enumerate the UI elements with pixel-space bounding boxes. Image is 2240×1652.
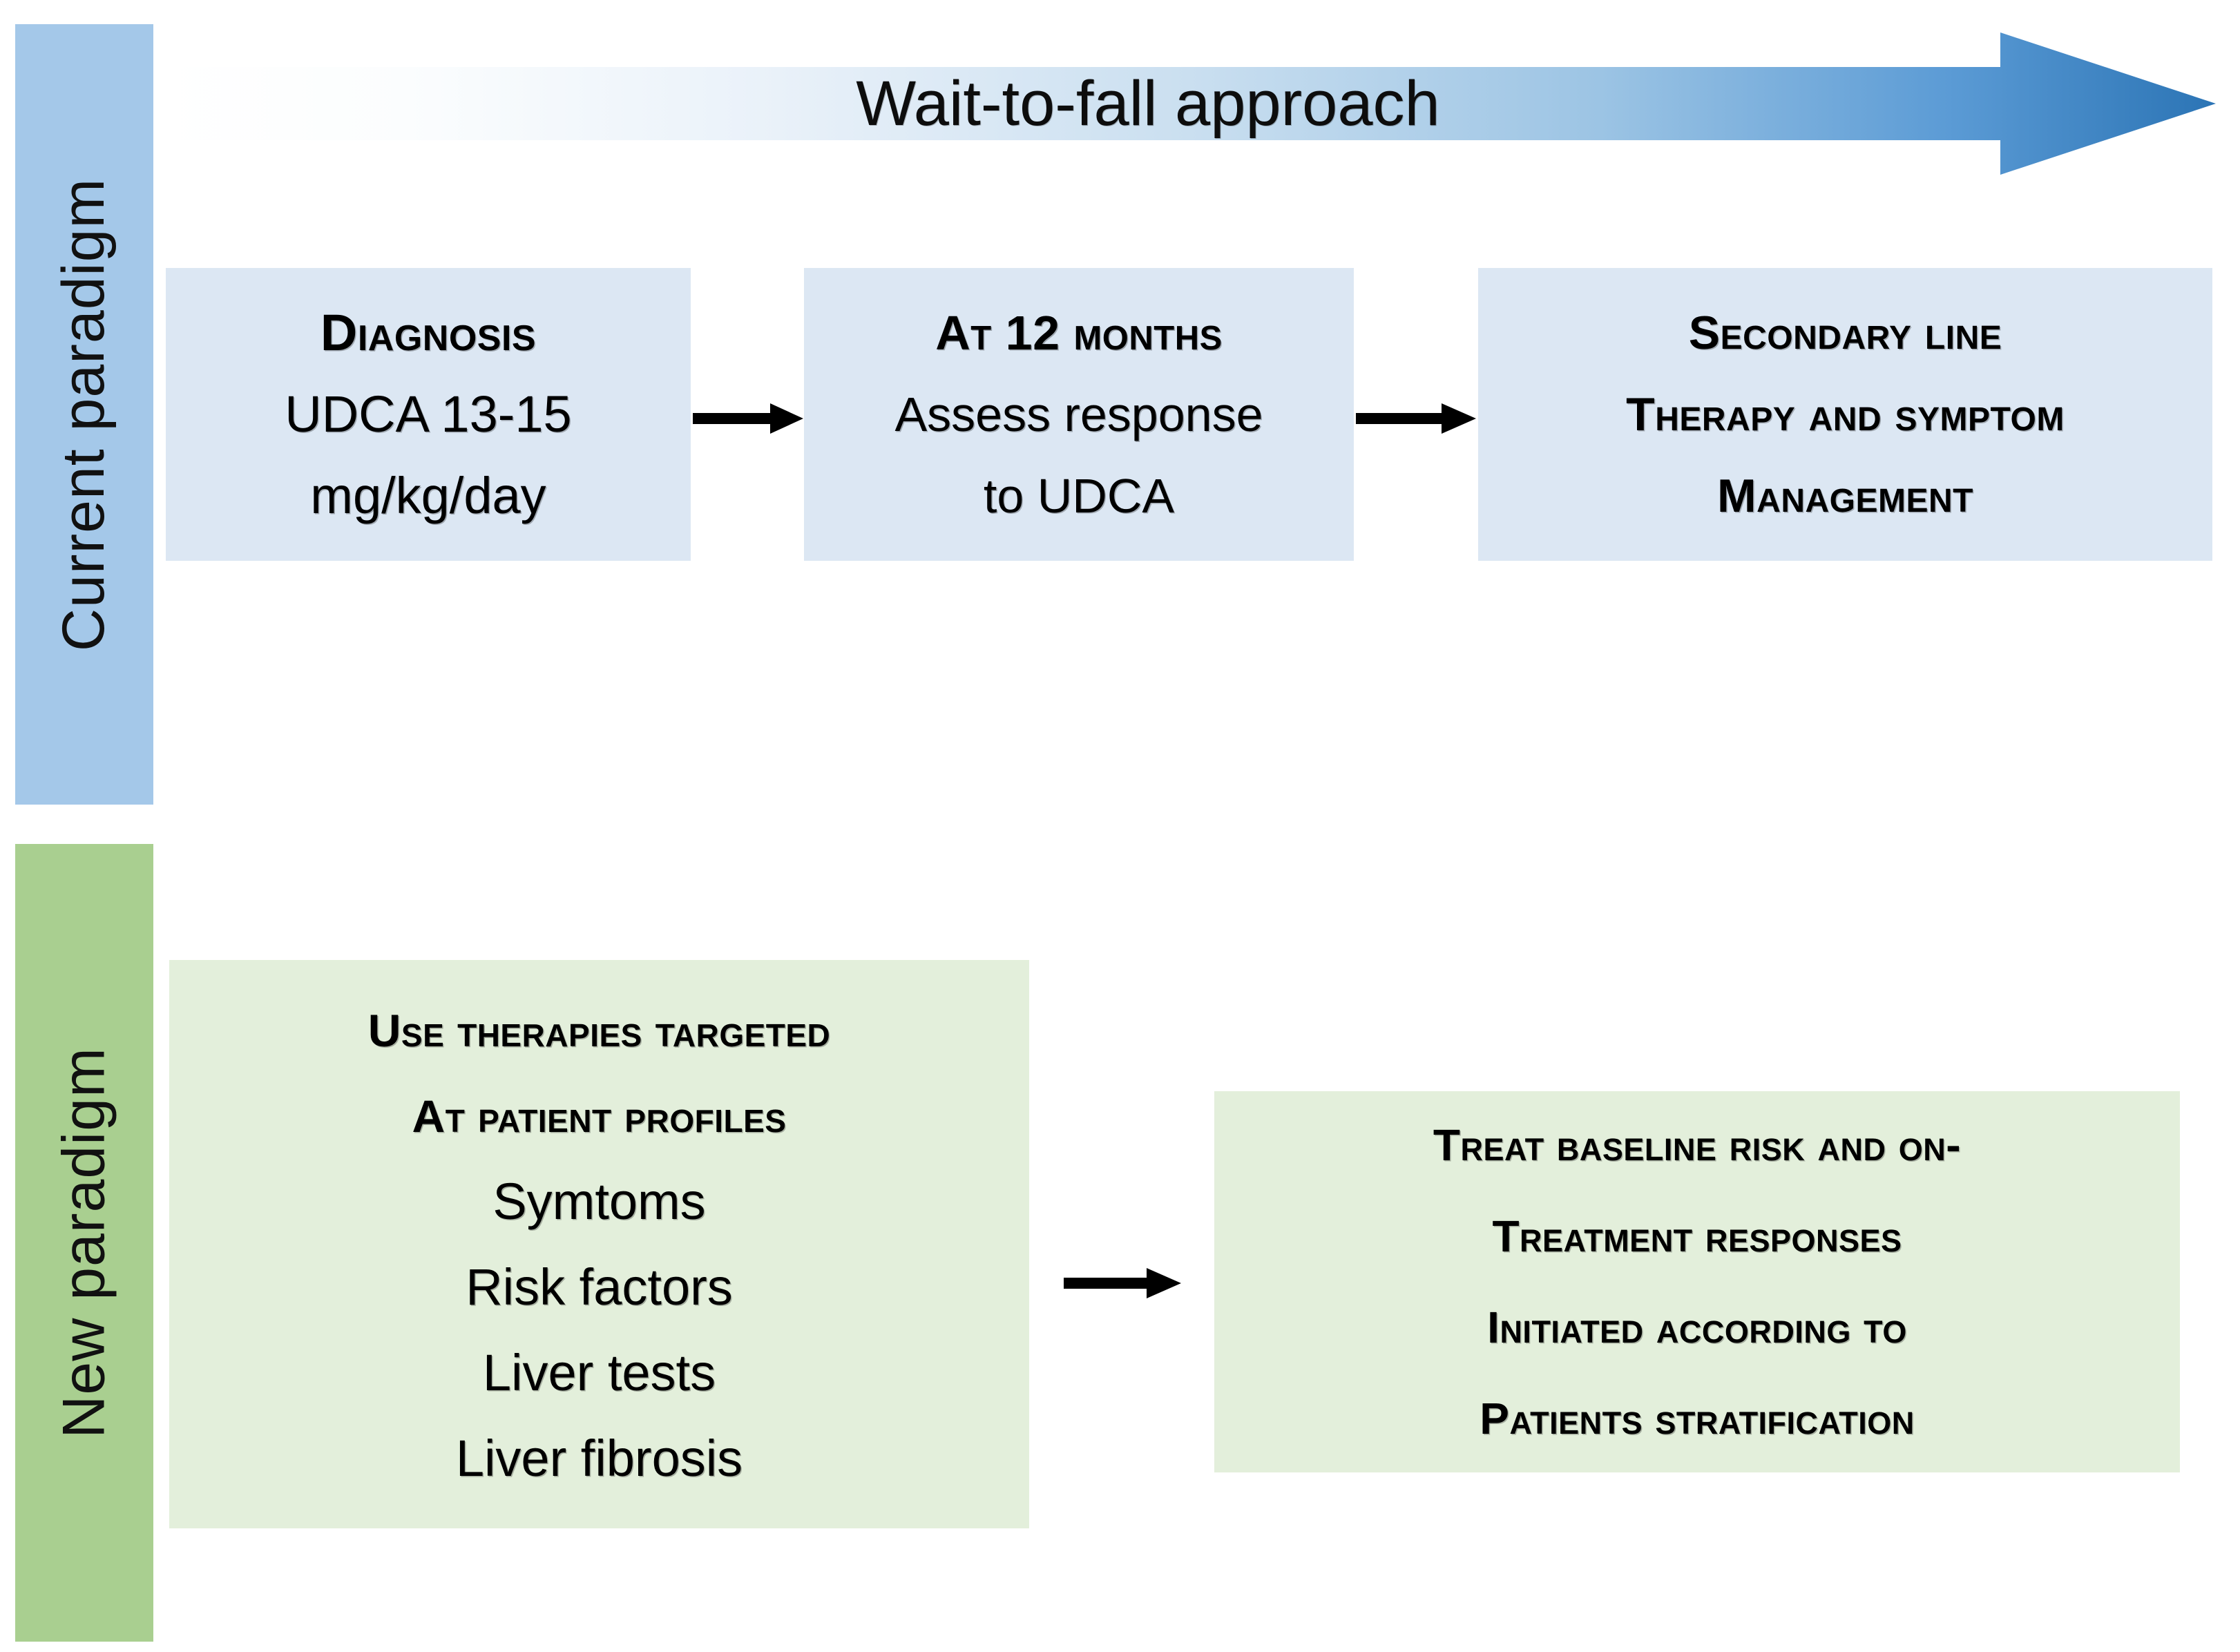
arrow-right-icon: [1356, 403, 1476, 434]
box-treat-baseline-risk-line-3: initiated according to: [1487, 1303, 1907, 1352]
box-treat-baseline-risk-line-2: treatment responses: [1492, 1211, 1902, 1261]
box-secondary-line-3: management: [1717, 470, 1973, 522]
connector-arrow-1: [693, 387, 803, 450]
box-diagnosis-line-3: mg/kg/day: [310, 467, 546, 524]
bold-number: 12: [1005, 306, 1060, 360]
box-secondary-line-2: therapy and symptom: [1626, 388, 2065, 441]
box-diagnosis: Diagnosis UDCA 13-15 mg/kg/day: [166, 268, 691, 561]
box-treat-baseline-risk: Treat baseline risk and on- treatment re…: [1214, 1091, 2180, 1472]
banner-label: Wait-to-fall approach: [856, 68, 1440, 139]
box-patient-profiles-item-liver-fibrosis: Liver fibrosis: [455, 1429, 743, 1487]
connector-arrow-2: [1356, 387, 1476, 450]
box-assess-response-line-1: At 12 months: [935, 306, 1223, 360]
box-secondary-line-1: Secondary line: [1688, 307, 2002, 359]
box-treat-baseline-risk-line-4: patients stratification: [1480, 1394, 1915, 1443]
arrow-right-icon: [693, 403, 803, 434]
box-secondary-line-therapy: Secondary line therapy and symptom manag…: [1478, 268, 2212, 561]
box-diagnosis-line-1: Diagnosis: [320, 304, 537, 361]
banner-arrow-icon: [163, 32, 2216, 175]
rail-new-paradigm: New paradigm: [15, 844, 153, 1642]
box-patient-profiles-item-liver-tests: Liver tests: [482, 1343, 716, 1401]
box-patient-profiles-line-2: at patient profiles: [412, 1090, 787, 1142]
box-patient-profiles: Use therapies targeted at patient profil…: [169, 960, 1029, 1528]
box-patient-profiles-item-symtoms: Symtoms: [492, 1172, 706, 1230]
box-treat-baseline-risk-line-1: Treat baseline risk and on-: [1433, 1120, 1962, 1170]
box-diagnosis-line-2: UDCA 13-15: [285, 385, 572, 443]
arrow-right-icon: [1064, 1268, 1181, 1298]
box-assess-response-line-2: Assess response: [894, 387, 1263, 441]
connector-arrow-3: [1064, 1251, 1181, 1315]
box-assess-response: At 12 months Assess response to UDCA: [804, 268, 1354, 561]
box-patient-profiles-line-1: Use therapies targeted: [367, 1004, 831, 1056]
box-patient-profiles-item-risk-factors: Risk factors: [466, 1258, 733, 1316]
rail-current-paradigm-label: Current paradigm: [50, 177, 117, 651]
box-assess-response-line-3: to UDCA: [983, 469, 1175, 523]
wait-to-fall-banner-arrow: Wait-to-fall approach: [163, 28, 2216, 180]
rail-new-paradigm-label: New paradigm: [50, 1047, 117, 1439]
rail-current-paradigm: Current paradigm: [15, 24, 153, 805]
